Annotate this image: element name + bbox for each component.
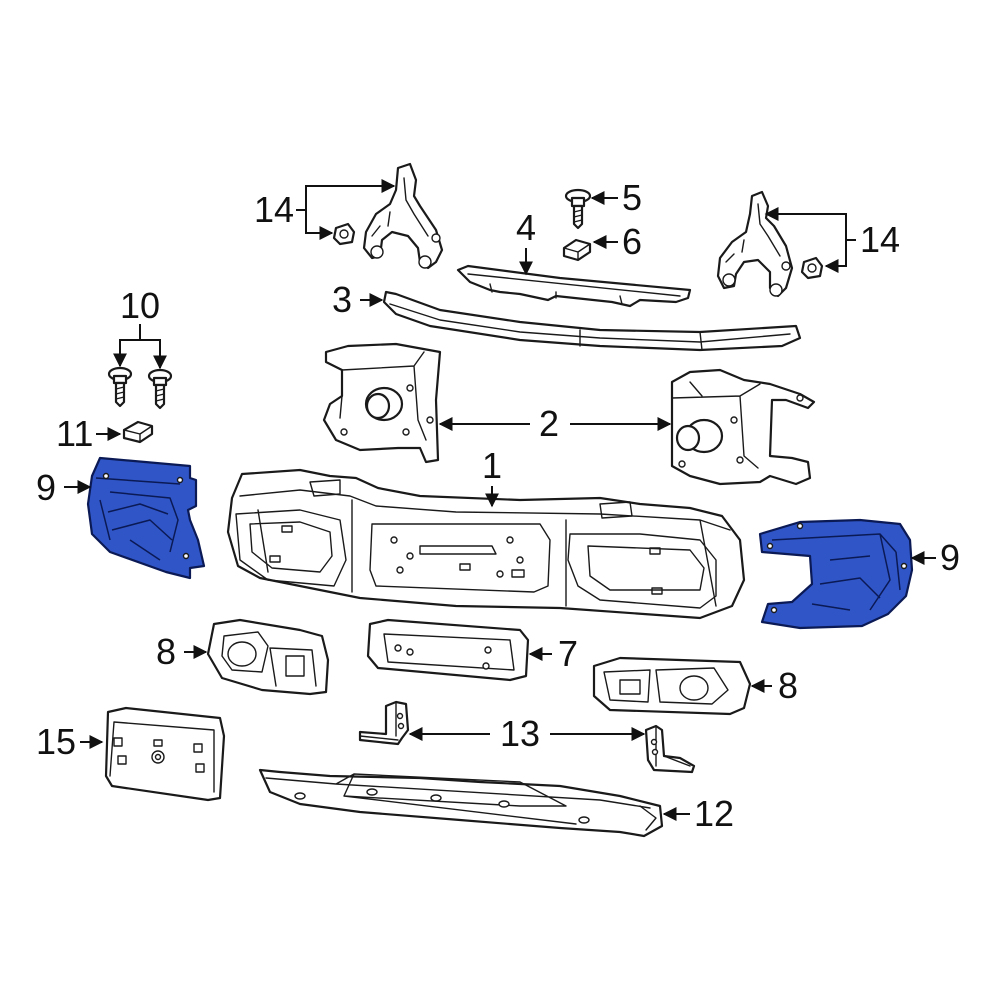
part-6-nut[interactable]: [562, 238, 592, 262]
callout-15: 15: [36, 721, 76, 762]
callout-8-right: 8: [778, 665, 798, 706]
part-12-skid-plate[interactable]: [258, 768, 664, 838]
part-2-left-bracket[interactable]: [322, 342, 442, 464]
callout-2: 2: [539, 403, 559, 444]
callout-4: 4: [516, 207, 536, 248]
callout-labels: 14 14 5 6 4 3 2 1 10 11 9 9 8 7 8 13 15 …: [36, 177, 960, 834]
callout-6: 6: [622, 221, 642, 262]
callout-7: 7: [558, 633, 578, 674]
part-14-right-nut[interactable]: [800, 256, 824, 280]
part-14-right-bracket[interactable]: [716, 190, 794, 298]
part-15-plate[interactable]: [104, 706, 226, 802]
part-8-right-insert[interactable]: [592, 656, 752, 716]
leader-lines: [64, 179, 936, 821]
part-5-bolt[interactable]: [564, 188, 592, 230]
part-13-right-bracket[interactable]: [644, 724, 696, 774]
part-4-strip[interactable]: [456, 264, 692, 308]
part-1-bumper[interactable]: [226, 468, 746, 620]
part-9-left-shield[interactable]: [86, 456, 206, 580]
callout-14-right: 14: [860, 219, 900, 260]
part-8-left-insert[interactable]: [206, 618, 330, 696]
callout-5: 5: [622, 177, 642, 218]
part-7-center-insert[interactable]: [366, 618, 530, 682]
callout-14-left: 14: [254, 189, 294, 230]
part-3-rail[interactable]: [382, 290, 802, 352]
callout-1: 1: [482, 445, 502, 486]
callout-9-left: 9: [36, 467, 56, 508]
callout-10: 10: [120, 285, 160, 326]
part-9-right-shield[interactable]: [758, 518, 914, 630]
part-2-right-bracket[interactable]: [670, 368, 816, 486]
part-11-clip[interactable]: [122, 420, 154, 444]
callout-9-right: 9: [940, 537, 960, 578]
callout-3: 3: [332, 279, 352, 320]
callout-13: 13: [500, 713, 540, 754]
part-10-bolt-left[interactable]: [107, 366, 133, 408]
callout-11: 11: [56, 413, 93, 454]
part-10-bolt-right[interactable]: [147, 368, 173, 410]
part-14-left-nut[interactable]: [332, 222, 356, 246]
part-14-left-bracket[interactable]: [362, 162, 444, 270]
part-13-left-bracket[interactable]: [358, 700, 410, 746]
callout-12: 12: [694, 793, 734, 834]
callout-8-left: 8: [156, 631, 176, 672]
